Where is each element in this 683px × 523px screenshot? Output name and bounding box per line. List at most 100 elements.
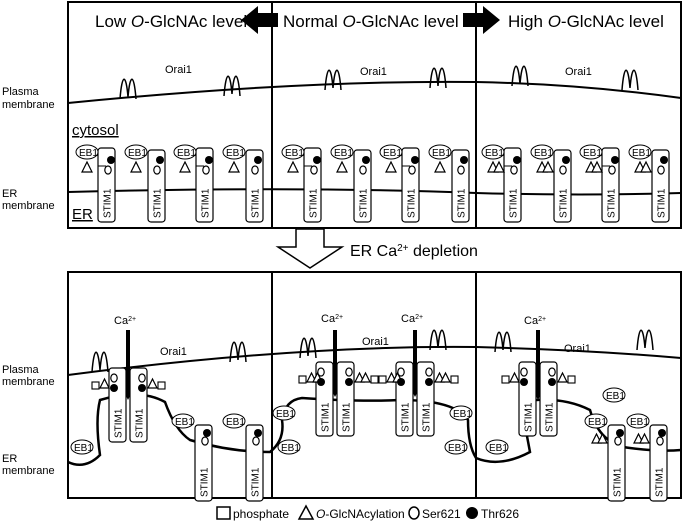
eb1-label: EB1 [632,148,651,159]
stim1-label: STIM1 [251,188,262,218]
calcium-label: Ca2+ [321,313,343,325]
orai1-channel [511,65,529,87]
ser621-marker [656,436,664,446]
eb1-label: EB1 [74,443,93,454]
plasma-membrane-label-top-2: membrane [2,99,55,111]
eb1-oval [70,439,94,455]
eb1-label: EB1 [534,148,553,159]
ser621-marker [510,165,518,175]
top-panel: Low O-GlcNAc level Normal O-GlcNAc level… [67,1,682,229]
eb1-oval [449,405,473,421]
orai1-label: Orai1 [362,336,389,348]
legend: phosphate O-GlcNAcylation Ser621 Thr626 [216,504,519,521]
ser621-marker [425,367,433,377]
oglcnac-triangle [557,371,568,383]
calcium-label: Ca2+ [114,315,136,327]
thr626-marker [110,384,118,392]
oglcnac-triangle [385,160,397,173]
stim1-label: STIM1 [655,467,666,497]
oglcnac-triangle [493,160,505,173]
phosphate-box [378,375,387,384]
thr626-marker [317,378,325,386]
er-membrane-label-top-2: membrane [2,200,55,212]
ser621-marker [608,165,616,175]
legend-oglcnac-icon [297,504,315,520]
stim1-label: STIM1 [613,467,624,497]
eb1-oval [171,413,195,429]
eb1-oval [222,144,246,160]
oglcnac-triangle [440,371,451,383]
phosphate-box [370,375,379,384]
thr626-marker [254,156,262,164]
ser621-marker [310,165,318,175]
ser621-marker [614,436,622,446]
thr626-marker [362,156,370,164]
ser621-marker [657,165,665,175]
oglcnac-triangle [509,371,520,383]
stim1-label: STIM1 [422,402,433,432]
plasma-membrane-top [67,80,682,104]
eb1-label: EB1 [453,409,472,420]
eb1-label: EB1 [606,391,625,402]
eb1-label: EB1 [79,148,98,159]
oglcnac-triangle [287,160,299,173]
eb1-oval [173,144,197,160]
orai1-label: Orai1 [160,346,187,358]
orai1-channel [636,329,654,351]
oglcnac-triangle [360,371,371,383]
legend-phosphate-icon [216,506,231,520]
eb1-label: EB1 [226,148,245,159]
eb1-oval [444,439,468,455]
stim1-label: STIM1 [135,408,146,438]
oglcnac-triangle [542,160,554,173]
stim1-label: STIM1 [407,188,418,218]
arrow-to-high [463,6,500,34]
ser621-marker [201,436,209,446]
panel-title-high: High O-GlcNAc level [508,12,664,31]
stim1-label: STIM1 [509,188,520,218]
orai1-channel [494,331,512,353]
stim1-label: STIM1 [559,188,570,218]
thr626-marker [138,384,146,392]
eb1-label: EB1 [334,148,353,159]
eb1-oval [602,387,626,403]
thr626-marker [203,429,211,437]
panel-title-normal: Normal O-GlcNAc level [283,12,459,31]
eb1-label: EB1 [383,148,402,159]
eb1-oval [124,144,148,160]
thr626-marker [425,378,433,386]
plasma-membrane-bottom [67,345,682,376]
eb1-label: EB1 [485,148,504,159]
thr626-marker [460,156,468,164]
stim1-label: STIM1 [359,188,370,218]
oglcnac-triangle [434,160,446,173]
ser621-marker [559,165,567,175]
eb1-oval [579,144,603,160]
orai1-channel [621,69,639,91]
stim1-box [245,149,264,223]
er-membrane-label-bot-1: ER [2,453,17,465]
stim1-label: STIM1 [342,402,353,432]
eb1-oval [272,405,296,421]
eb1-oval [281,144,305,160]
calcium-label: Ca2+ [524,315,546,327]
ser621-marker [317,367,325,377]
stim1-box [147,149,166,223]
thr626-marker [345,378,353,386]
stim1-label: STIM1 [309,188,320,218]
orai1-channel [299,337,317,359]
depletion-arrow [275,228,345,269]
ser621-marker [548,367,556,377]
er-membrane-label-top-1: ER [2,188,17,200]
stim1-label: STIM1 [200,467,211,497]
oglcnac-triangle [147,377,158,389]
plasma-membrane-label-bot-1: Plasma [2,364,40,376]
eb1-label: EB1 [448,443,467,454]
eb1-oval [626,413,650,429]
ser621-marker [138,373,146,383]
eb1-label: EB1 [281,443,300,454]
orai1-channel [119,78,137,100]
